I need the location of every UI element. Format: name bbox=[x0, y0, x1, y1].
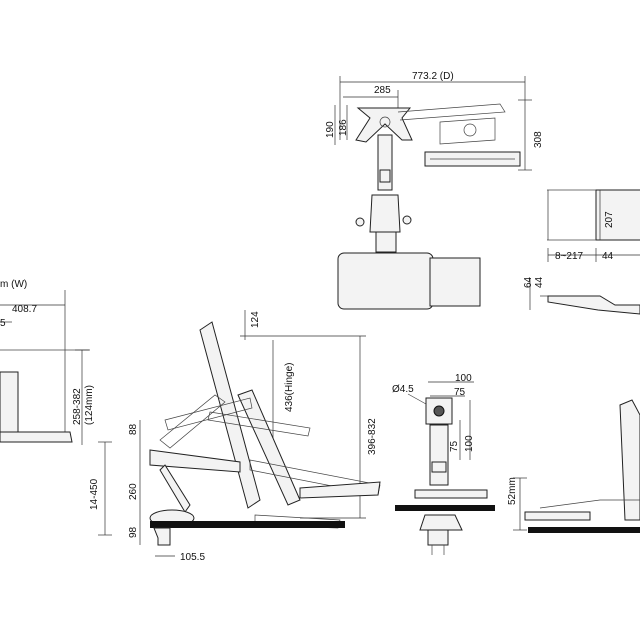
side-view: 124 436(Hinge) 396-832 88 260 98 105.5 bbox=[128, 310, 381, 563]
dim-98-label: 98 bbox=[128, 526, 139, 538]
dim-width-cut-label: m (W) bbox=[0, 279, 27, 290]
dim-64-label: 64 bbox=[523, 276, 534, 288]
dim-phi-label: Ø4.5 bbox=[392, 384, 414, 395]
dim-105-5-label: 105.5 bbox=[180, 552, 205, 563]
dim-44-cut-label: 44 bbox=[602, 251, 614, 262]
dim-186-label: 186 bbox=[338, 119, 349, 136]
dim-14-450-label: 14-450 bbox=[89, 478, 100, 510]
dim-124mm-label: (124mm) bbox=[84, 385, 95, 425]
front-view: 100 75 Ø4.5 75 100 bbox=[392, 373, 495, 555]
dim-88-label: 88 bbox=[128, 423, 139, 435]
dim-308-label: 308 bbox=[533, 131, 544, 148]
dim-773-label: 773.2 (D) bbox=[412, 71, 454, 82]
dim-75b-label: 75 bbox=[449, 440, 460, 452]
dim-258-382-label: 258-382 bbox=[72, 388, 83, 425]
dim-52mm-label: 52mm bbox=[507, 477, 518, 505]
dim-396-832-label: 396-832 bbox=[367, 418, 378, 455]
dim-5-label: 5 bbox=[0, 318, 6, 329]
dim-124-label: 124 bbox=[250, 311, 261, 328]
right-profile-view: 207 8~217 44 64 44 bbox=[523, 189, 640, 315]
top-view: 773.2 (D) 285 190 186 308 bbox=[325, 71, 544, 310]
dim-100b-label: 100 bbox=[464, 435, 475, 452]
dim-260-label: 260 bbox=[128, 483, 139, 500]
right-side-view: 52mm bbox=[507, 399, 640, 533]
dim-285-label: 285 bbox=[374, 85, 391, 96]
dim-75a-label: 75 bbox=[454, 387, 466, 398]
dim-436-hinge-label: 436(Hinge) bbox=[284, 363, 295, 412]
dim-8-217-label: 8~217 bbox=[555, 251, 584, 262]
dim-207-label: 207 bbox=[604, 211, 615, 228]
dim-44b-label: 44 bbox=[534, 276, 545, 288]
left-partial-view: m (W) 408.7 5 258-382 (124mm) 14-450 bbox=[0, 279, 112, 536]
dim-190-label: 190 bbox=[325, 121, 336, 138]
dim-408-7-label: 408.7 bbox=[12, 304, 37, 315]
dim-100a-label: 100 bbox=[455, 373, 472, 384]
